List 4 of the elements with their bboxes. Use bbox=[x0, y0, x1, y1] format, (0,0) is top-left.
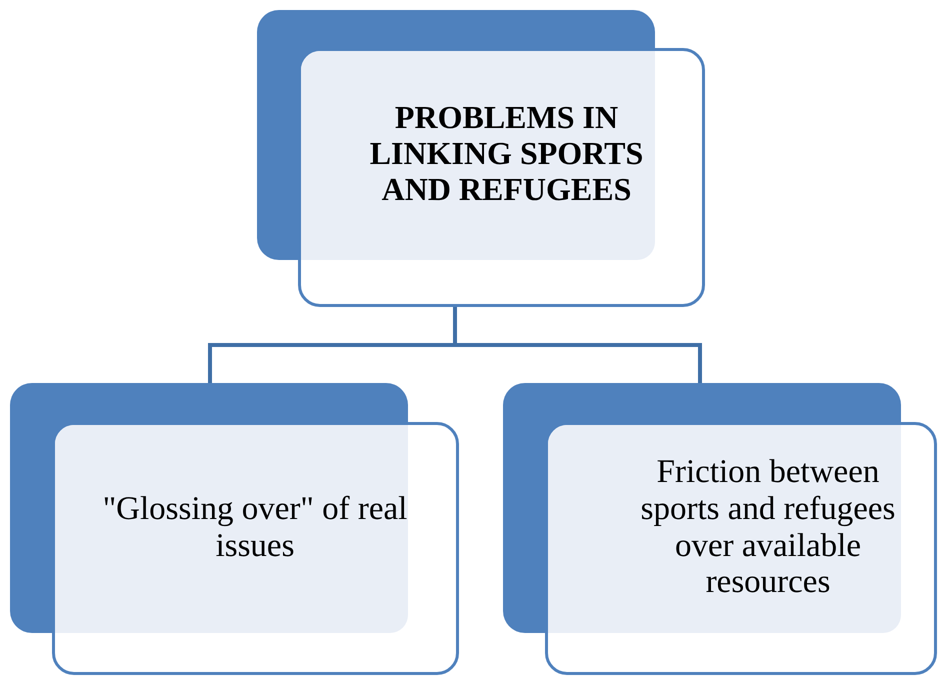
box-text: PROBLEMS IN LINKING SPORTS AND REFUGEES bbox=[368, 100, 644, 208]
connector-line bbox=[453, 307, 702, 383]
box-text: Friction between sports and refugees over available resources bbox=[640, 454, 896, 602]
box-text: "Glossing over" of real issues bbox=[102, 490, 408, 564]
